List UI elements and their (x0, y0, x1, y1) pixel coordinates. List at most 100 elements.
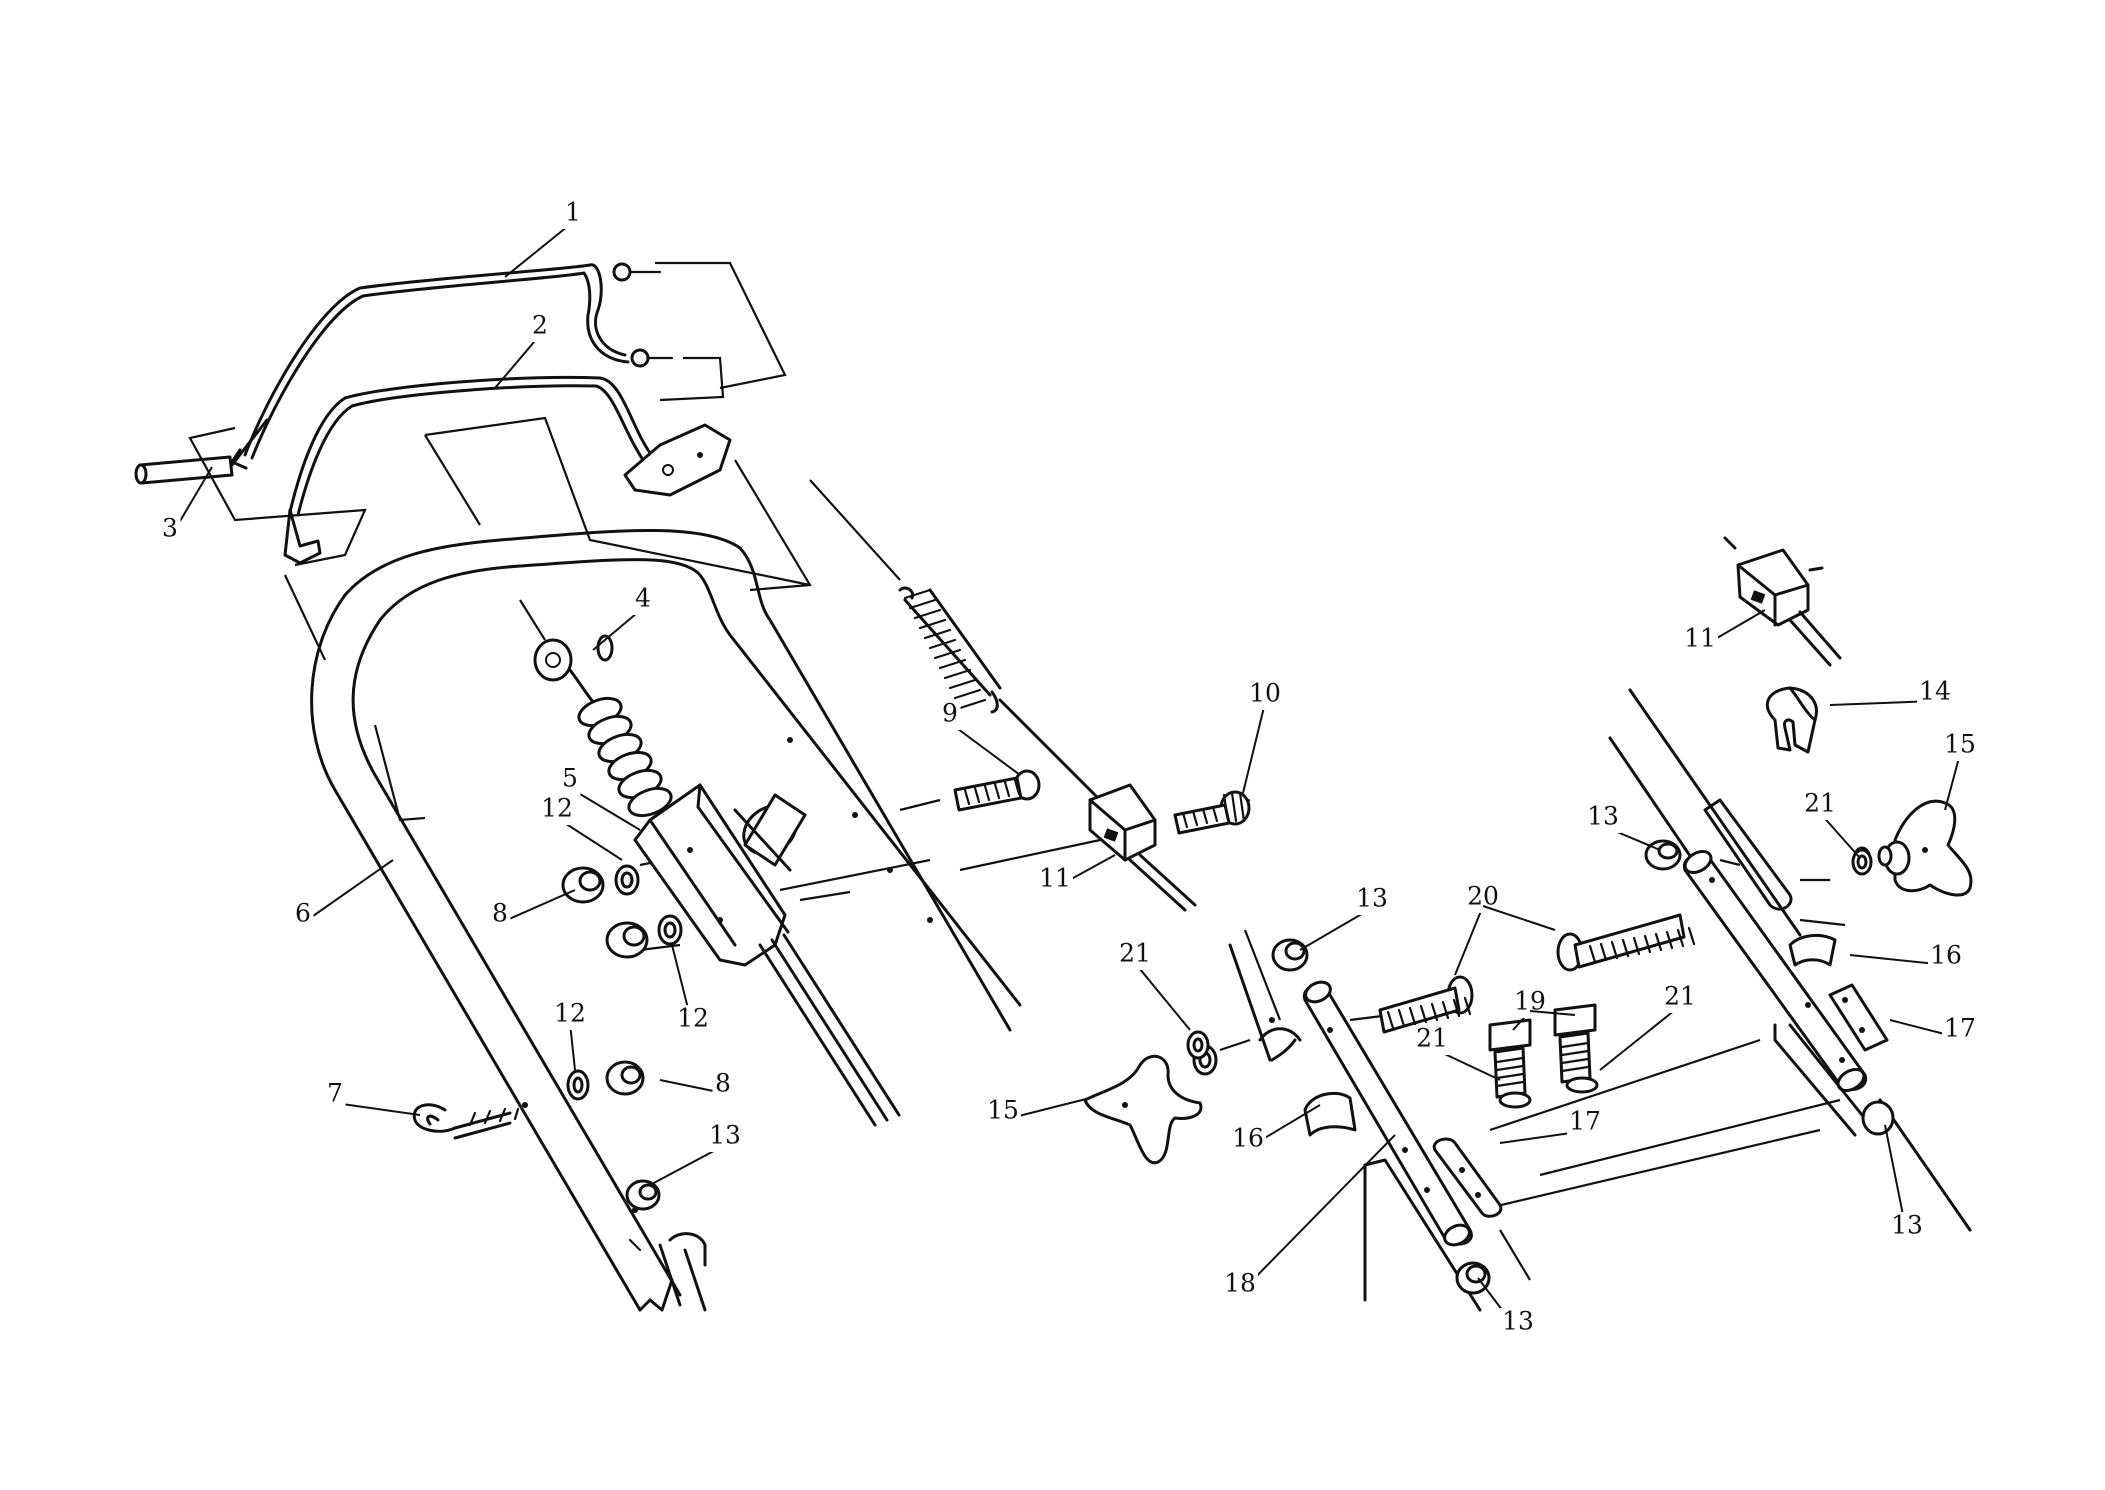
bracket-16-right (1788, 933, 1837, 967)
callout-label-bg (939, 700, 961, 730)
callout-label-2: 2 (532, 311, 548, 340)
callout-label-6: 6 (295, 899, 311, 928)
callout-label-15: 15 (987, 1096, 1019, 1125)
callout-label-14: 14 (1919, 677, 1951, 706)
callout-label-bg (292, 900, 314, 930)
callout-label-bg (539, 795, 575, 825)
callout-label-bg (529, 312, 551, 342)
callout-label-21: 21 (1416, 1024, 1448, 1053)
main-handle-6 (310, 529, 1022, 1312)
callout-label-bg (1230, 1125, 1266, 1155)
tube-stub (1228, 943, 1302, 1062)
callout-label-7: 7 (327, 1079, 343, 1108)
callout-label-8: 8 (492, 899, 508, 928)
callout-label-bg (675, 1005, 711, 1035)
callout-label-5: 5 (562, 764, 578, 793)
callout-leader-20 (1454, 905, 1484, 976)
callout-label-bg (1917, 678, 1953, 708)
callout-label-bg (489, 900, 511, 930)
callout-label-bg (1414, 1025, 1450, 1055)
callout-label-bg (1500, 1308, 1536, 1338)
bolt-19-left (1488, 1018, 1532, 1109)
callout-label-bg (1567, 1108, 1603, 1138)
callout-label-18: 18 (1224, 1269, 1256, 1298)
callout-label-10: 10 (1249, 679, 1281, 708)
callout-label-bg (632, 585, 654, 615)
callout-label-9: 9 (942, 699, 958, 728)
callout-label-bg (707, 1122, 743, 1152)
callout-label-21: 21 (1119, 939, 1151, 968)
callout-label-16: 16 (1232, 1124, 1264, 1153)
plate-17-right (1828, 983, 1889, 1052)
bolt-19-right (1553, 1003, 1599, 1094)
bolt-9 (953, 769, 1041, 812)
callout-leader-6 (302, 859, 394, 924)
callout-label-bg (562, 199, 584, 229)
callout-label-20: 20 (1467, 882, 1499, 911)
callout-leader-21 (1819, 812, 1861, 859)
callout-label-bg (324, 1080, 346, 1110)
callout-leader-19 (1529, 1010, 1576, 1016)
callout-leader-20 (1482, 905, 1556, 931)
pin-3 (134, 418, 269, 485)
callout-label-bg (1354, 885, 1390, 915)
callout-label-bg (1585, 803, 1621, 833)
callout-label-21: 21 (1804, 789, 1836, 818)
right-tube-assembly (1608, 688, 1972, 1232)
callout-label-13: 13 (1587, 802, 1619, 831)
callout-label-11: 11 (1039, 864, 1071, 893)
callout-leader-12 (569, 1022, 576, 1071)
spring-4 (533, 634, 673, 818)
part-callouts: 1234567889101111121212131313131314151516… (159, 198, 1978, 1338)
control-bar-2 (283, 375, 732, 565)
callout-leader-21 (1134, 962, 1191, 1031)
nuts-and-washers-left (561, 864, 683, 1211)
spacer-13-right-lower (1861, 1100, 1895, 1136)
callout-label-17: 17 (1944, 1014, 1976, 1043)
cable-clamp-11 (1088, 783, 1197, 912)
callout-label-16: 16 (1930, 941, 1962, 970)
callout-label-3: 3 (162, 514, 178, 543)
hook-bolt-7 (412, 1103, 520, 1140)
callout-label-bg (1942, 1015, 1978, 1045)
callout-label-4: 4 (635, 584, 651, 613)
callout-label-bg (1662, 983, 1698, 1013)
callout-leader-8 (499, 889, 576, 924)
callout-label-11: 11 (1684, 624, 1716, 653)
callout-label-bg (552, 1000, 588, 1030)
callout-label-17: 17 (1569, 1107, 1601, 1136)
tension-spring (898, 586, 1112, 812)
callout-label-bg (1117, 940, 1153, 970)
assembly-guide-lines (188, 261, 1846, 1281)
callout-label-13: 13 (1502, 1307, 1534, 1336)
callout-label-bg (1222, 1270, 1258, 1300)
callout-label-13: 13 (1356, 884, 1388, 913)
bolt-20-left (1378, 975, 1474, 1034)
callout-label-bg (1247, 680, 1283, 710)
spacer-13-upper (1271, 938, 1309, 972)
callout-label-bg (159, 515, 181, 545)
callout-label-bg (1465, 883, 1501, 913)
star-knob-15-left (1083, 1044, 1218, 1165)
callout-leader-7 (334, 1102, 421, 1116)
callout-label-bg (712, 1070, 734, 1100)
callout-label-bg (985, 1097, 1021, 1127)
bracket-16-left (1303, 1091, 1357, 1137)
bolt-10 (1173, 790, 1251, 835)
spacer-13-bottom (1455, 1261, 1491, 1295)
tube-end-left (658, 1232, 707, 1312)
callout-leader-9 (949, 722, 1021, 776)
callout-leader-1 (504, 221, 574, 278)
callout-label-bg (1889, 1212, 1925, 1242)
control-bar-1 (230, 262, 674, 470)
callout-leader-5 (569, 787, 641, 831)
callout-label-8: 8 (715, 1069, 731, 1098)
callout-label-21: 21 (1664, 982, 1696, 1011)
bolt-20-right (1556, 913, 1696, 972)
cable-clamp-11-right (1723, 536, 1842, 667)
callout-leader-18 (1239, 1134, 1396, 1294)
callout-label-bg (1928, 942, 1964, 972)
callout-label-12: 12 (541, 794, 573, 823)
callout-leader-10 (1242, 702, 1266, 794)
